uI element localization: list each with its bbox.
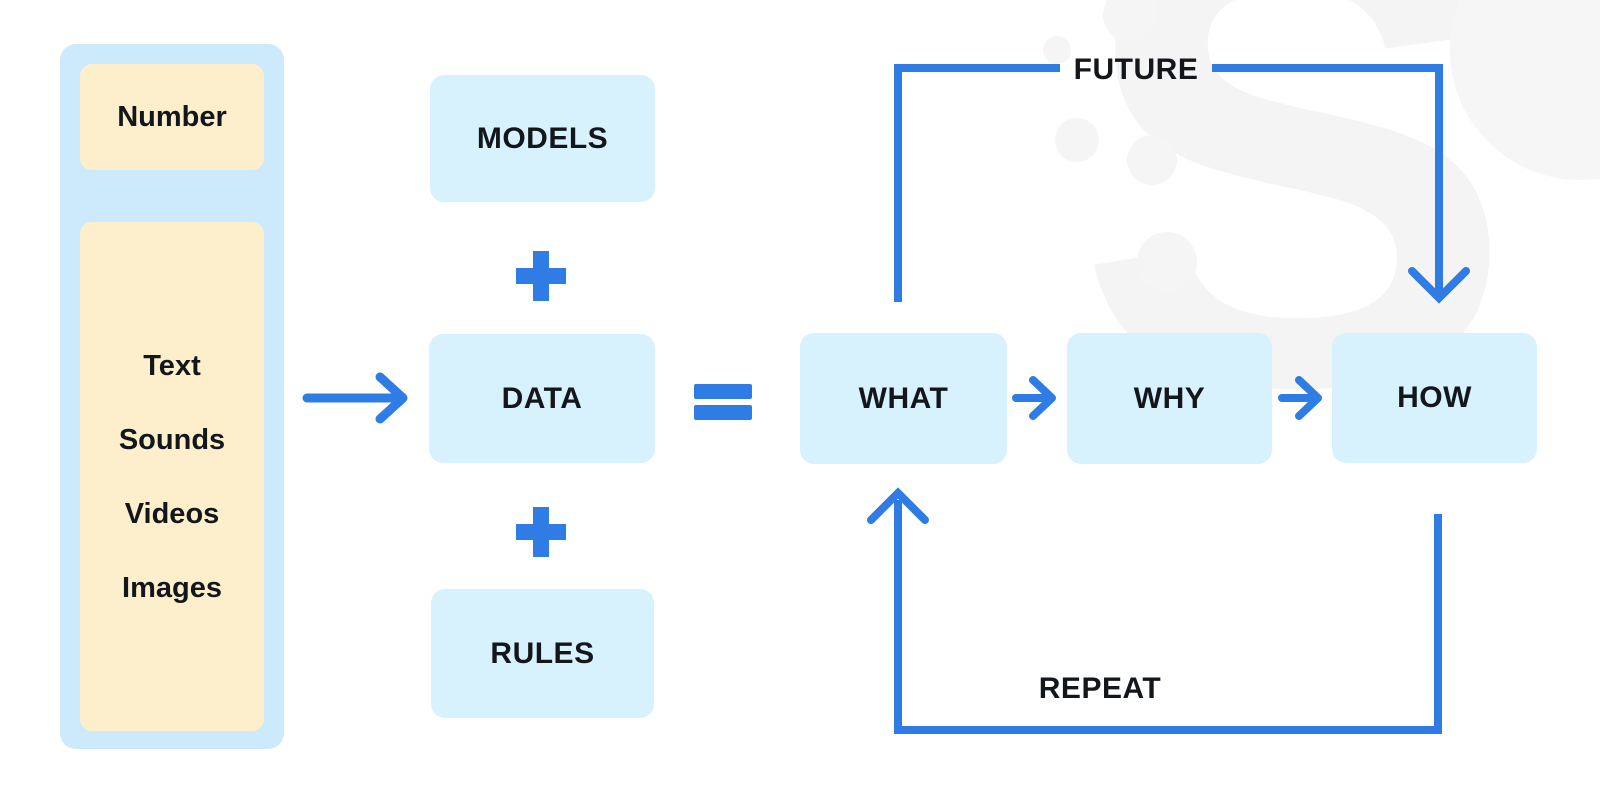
- why-label: WHY: [1133, 381, 1206, 415]
- images-label: Images: [122, 572, 222, 604]
- arrow-input-to-data-icon: [302, 372, 408, 424]
- number-label: Number: [117, 100, 227, 133]
- future-label: FUTURE: [1073, 53, 1199, 86]
- models-box: MODELS: [430, 75, 655, 202]
- rules-label: RULES: [490, 636, 595, 670]
- data-box: DATA: [429, 334, 655, 463]
- what-label: WHAT: [858, 381, 949, 415]
- data-label: DATA: [501, 381, 583, 415]
- plus-icon: [516, 251, 566, 301]
- equals-icon: [694, 384, 752, 420]
- watermark-dot: [1055, 118, 1099, 162]
- repeat-label: REPEAT: [1038, 672, 1162, 705]
- watermark-dot: [1137, 232, 1197, 292]
- input-types-panel: Number Text Sounds Videos Images: [60, 44, 284, 749]
- models-label: MODELS: [476, 121, 609, 155]
- plus-icon: [516, 507, 566, 557]
- what-box: WHAT: [800, 333, 1007, 464]
- videos-label: Videos: [124, 498, 220, 530]
- why-box: WHY: [1067, 333, 1272, 464]
- how-label: HOW: [1397, 381, 1472, 414]
- sounds-label: Sounds: [118, 424, 226, 456]
- watermark-dot: [1103, 0, 1157, 42]
- number-input-box: Number: [80, 64, 264, 170]
- media-input-box: Text Sounds Videos Images: [80, 222, 264, 731]
- arrow-why-to-how-icon: [1278, 376, 1322, 420]
- watermark-dot: [1043, 36, 1071, 64]
- rules-box: RULES: [431, 589, 654, 718]
- arrow-what-to-why-icon: [1012, 376, 1056, 420]
- watermark-dot: [1127, 135, 1177, 185]
- repeat-loop-arrow: [867, 487, 1442, 734]
- future-loop-arrow: [894, 64, 1470, 304]
- how-box: HOW: [1332, 333, 1537, 463]
- text-label: Text: [143, 350, 201, 382]
